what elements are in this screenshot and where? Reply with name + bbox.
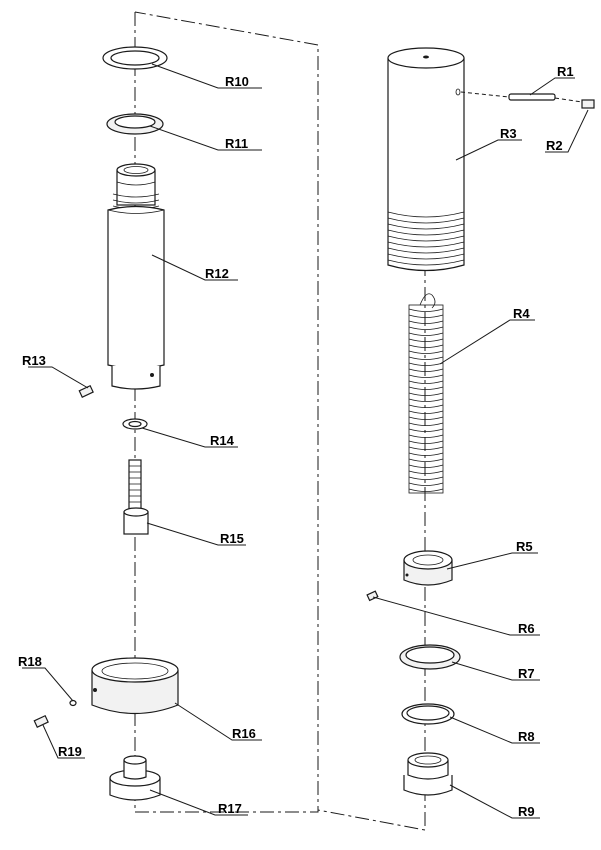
part-r6-set-screw xyxy=(366,590,379,602)
label-r19: R19 xyxy=(58,744,82,759)
label-r6: R6 xyxy=(518,621,535,636)
label-r10: R10 xyxy=(225,74,249,89)
label-r13: R13 xyxy=(22,353,46,368)
part-r12-sleeve xyxy=(107,163,165,390)
label-r8: R8 xyxy=(518,729,535,744)
label-r5: R5 xyxy=(516,539,533,554)
label-r3: R3 xyxy=(500,126,517,141)
part-r13-set-screw xyxy=(78,384,94,398)
part-r9-bushing xyxy=(403,752,453,796)
label-r7: R7 xyxy=(518,666,535,681)
label-r15: R15 xyxy=(220,531,244,546)
part-r7-ring xyxy=(399,644,461,670)
callout-leaders xyxy=(22,63,589,819)
label-r17: R17 xyxy=(218,801,242,816)
part-r4-spring xyxy=(408,293,444,494)
part-r15-bolt xyxy=(123,459,149,535)
label-r9: R9 xyxy=(518,804,535,819)
label-r11: R11 xyxy=(225,136,248,151)
label-r2: R2 xyxy=(546,138,563,153)
label-r16: R16 xyxy=(232,726,256,741)
label-r18: R18 xyxy=(18,654,42,669)
part-r19-set-screw xyxy=(33,714,49,728)
label-r4: R4 xyxy=(513,306,530,321)
part-r11-washer xyxy=(106,113,164,135)
part-r1-pin xyxy=(508,93,556,101)
part-r8-clip-ring xyxy=(401,703,455,725)
part-r2-screw xyxy=(581,99,595,109)
label-r12: R12 xyxy=(205,266,229,281)
part-r16-nut xyxy=(91,657,179,715)
part-r14-small-washer xyxy=(122,418,148,430)
callout-labels: R10 R11 R12 R13 R14 R15 R16 R17 R18 R19 … xyxy=(18,64,574,819)
part-r18-pin xyxy=(69,699,77,707)
label-r14: R14 xyxy=(210,433,235,448)
part-r5-collar xyxy=(403,550,453,586)
part-r10-ring xyxy=(102,46,168,70)
label-r1: R1 xyxy=(557,64,574,79)
part-r3-housing xyxy=(387,47,465,272)
part-r17-foot xyxy=(109,755,161,801)
assembly-axis xyxy=(134,11,426,831)
